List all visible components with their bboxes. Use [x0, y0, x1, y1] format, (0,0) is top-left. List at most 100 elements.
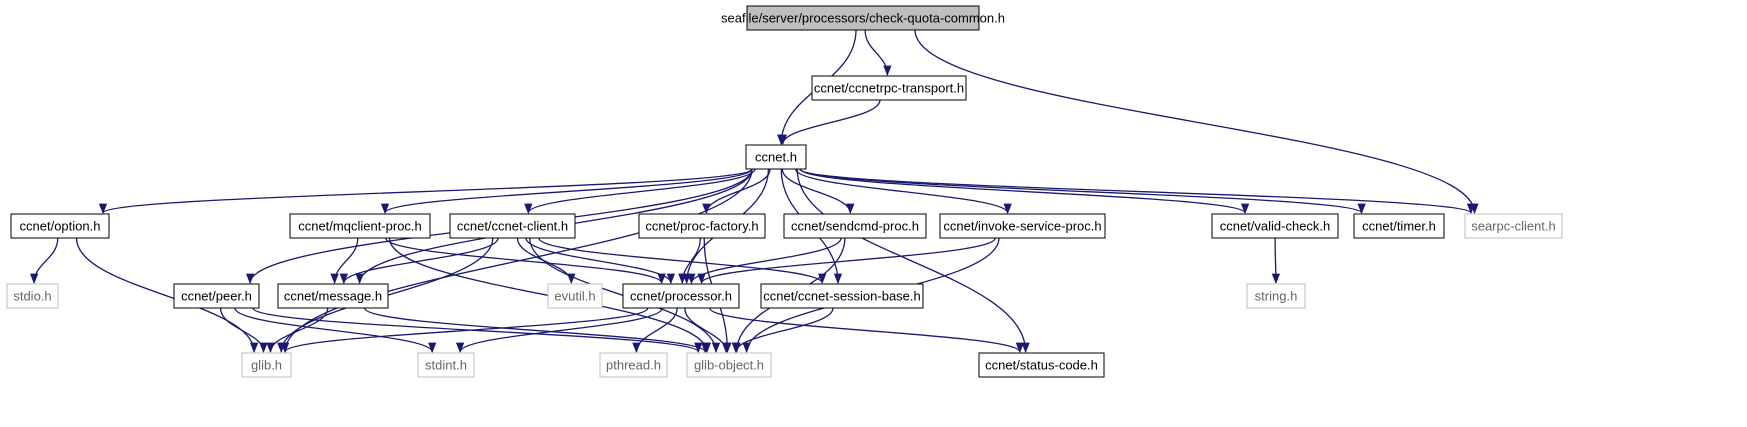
edge-ccnet-to-valid-check: [799, 168, 1250, 215]
edge-ccnet-client-to-processor: [525, 237, 675, 285]
node-box: [760, 283, 924, 309]
edges-layer: [29, 29, 1479, 354]
node-label: ccnet/mqclient-proc.h: [298, 219, 422, 234]
node-box: [783, 213, 927, 239]
node-evutil: evutil.h: [547, 283, 603, 309]
node-label: ccnet/sendcmd-proc.h: [791, 219, 919, 234]
node-label: ccnet/ccnet-session-base.h: [763, 289, 921, 304]
edge-proc-factory-to-processor: [678, 237, 701, 285]
node-label: ccnet/proc-factory.h: [645, 219, 758, 234]
node-session-base[interactable]: ccnet/ccnet-session-base.h: [760, 283, 924, 309]
node-label: ccnet/processor.h: [630, 289, 732, 304]
edge-processor-to-glib: [281, 307, 649, 354]
edge-mqclient-proc-to-message: [330, 237, 359, 285]
node-label: ccnet/timer.h: [1362, 219, 1436, 234]
node-label: ccnet/message.h: [284, 289, 382, 304]
node-box: [811, 75, 967, 101]
edge-peer-to-stdint: [234, 307, 437, 354]
node-box: [939, 213, 1106, 239]
node-status-code[interactable]: ccnet/status-code.h: [978, 352, 1105, 378]
node-processor[interactable]: ccnet/processor.h: [622, 283, 740, 309]
node-option[interactable]: ccnet/option.h: [10, 213, 110, 239]
node-label: seafile/server/processors/check-quota-co…: [721, 11, 1005, 26]
node-box: [417, 352, 475, 378]
edge-root-to-searpc-client: [914, 29, 1479, 215]
edge-ccnetrpc-transport-to-ccnet: [778, 99, 881, 146]
node-label: glib.h: [251, 358, 282, 373]
edge-ccnet-client-to-session-base: [538, 237, 827, 285]
node-label: pthread.h: [606, 358, 661, 373]
node-proc-factory[interactable]: ccnet/proc-factory.h: [638, 213, 766, 239]
edge-processor-to-status-code: [709, 307, 1024, 354]
node-box: [449, 213, 576, 239]
node-message[interactable]: ccnet/message.h: [277, 283, 389, 309]
edge-message-to-glib: [266, 307, 329, 354]
node-box: [746, 5, 980, 31]
edge-invoke-service-proc-to-processor: [697, 237, 996, 285]
node-root[interactable]: seafile/server/processors/check-quota-co…: [721, 5, 1005, 31]
edge-mqclient-proc-to-processor: [385, 237, 666, 285]
node-box: [686, 352, 772, 378]
edge-session-base-to-glib-object: [731, 307, 834, 354]
edge-ccnet-to-ccnet-client: [524, 168, 756, 215]
node-searpc-client: searpc-client.h: [1464, 213, 1563, 239]
node-box: [173, 283, 260, 309]
node-ccnetrpc-transport[interactable]: ccnet/ccnetrpc-transport.h: [811, 75, 967, 101]
edge-ccnet-to-proc-factory: [702, 168, 771, 215]
node-sendcmd-proc[interactable]: ccnet/sendcmd-proc.h: [783, 213, 927, 239]
node-box: [1211, 213, 1339, 239]
node-ccnet-client[interactable]: ccnet/ccnet-client.h: [449, 213, 576, 239]
node-label: stdint.h: [425, 358, 467, 373]
node-label: stdio.h: [13, 289, 51, 304]
node-label: glib-object.h: [694, 358, 764, 373]
node-mqclient-proc[interactable]: ccnet/mqclient-proc.h: [289, 213, 431, 239]
edge-ccnet-to-status-code: [796, 168, 1030, 354]
edge-processor-to-glib-object: [684, 307, 731, 354]
node-label: ccnet/status-code.h: [985, 358, 1098, 373]
node-timer[interactable]: ccnet/timer.h: [1353, 213, 1445, 239]
node-box: [241, 352, 292, 378]
node-label: evutil.h: [554, 289, 595, 304]
node-glib-object: glib-object.h: [686, 352, 772, 378]
node-label: ccnet/valid-check.h: [1220, 219, 1331, 234]
node-glib: glib.h: [241, 352, 292, 378]
node-box: [289, 213, 431, 239]
node-box: [277, 283, 389, 309]
edge-ccnet-to-mqclient-proc: [381, 168, 753, 215]
node-valid-check[interactable]: ccnet/valid-check.h: [1211, 213, 1339, 239]
edge-ccnet-to-searpc-client: [799, 168, 1475, 215]
node-box: [10, 213, 110, 239]
node-label: searpc-client.h: [1471, 219, 1556, 234]
node-box: [638, 213, 766, 239]
node-box: [547, 283, 603, 309]
node-stdio: stdio.h: [6, 283, 59, 309]
node-invoke-service-proc[interactable]: ccnet/invoke-service-proc.h: [939, 213, 1106, 239]
node-box: [1353, 213, 1445, 239]
edge-ccnet-to-invoke-service-proc: [795, 168, 1012, 215]
edge-option-to-glib: [75, 237, 259, 354]
node-string: string.h: [1246, 283, 1306, 309]
nodes-layer: seafile/server/processors/check-quota-co…: [6, 5, 1563, 378]
edge-option-to-stdio: [29, 237, 59, 285]
edge-ccnet-to-timer: [799, 168, 1366, 215]
edge-ccnet-to-option: [99, 168, 753, 215]
edge-processor-to-pthread: [632, 307, 678, 354]
edge-root-to-ccnetrpc-transport: [864, 29, 892, 77]
edge-processor-to-stdint: [456, 307, 663, 354]
node-ccnet[interactable]: ccnet.h: [745, 144, 807, 170]
node-label: ccnet/peer.h: [181, 289, 252, 304]
node-label: ccnet/option.h: [20, 219, 101, 234]
node-box: [599, 352, 668, 378]
node-label: ccnet/invoke-service-proc.h: [943, 219, 1101, 234]
node-box: [978, 352, 1105, 378]
node-box: [1464, 213, 1563, 239]
edge-valid-check-to-string: [1271, 237, 1281, 285]
node-box: [6, 283, 59, 309]
node-label: string.h: [1255, 289, 1298, 304]
node-box: [1246, 283, 1306, 309]
node-box: [622, 283, 740, 309]
node-box: [745, 144, 807, 170]
edge-peer-to-glib: [219, 307, 268, 354]
node-peer[interactable]: ccnet/peer.h: [173, 283, 260, 309]
